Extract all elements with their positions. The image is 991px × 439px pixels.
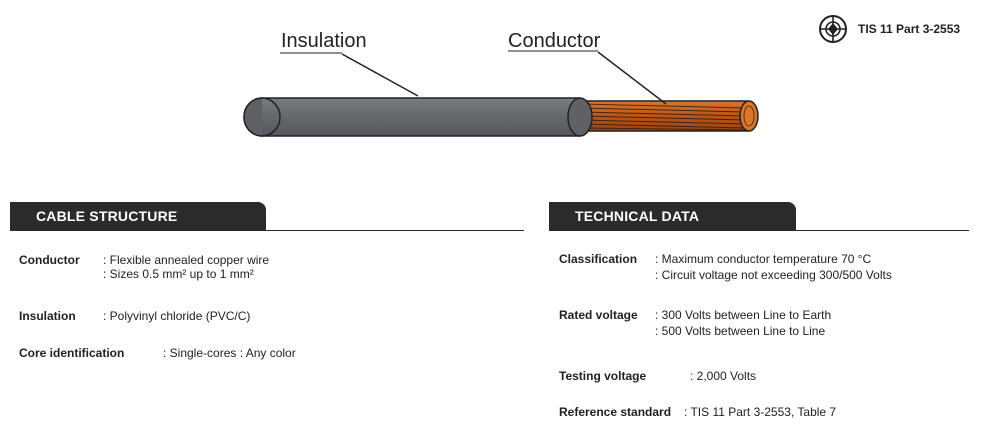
section-divider (549, 230, 969, 231)
row-value: : Sizes 0.5 mm² up to 1 mm² (103, 267, 254, 281)
cable-structure-section: CABLE STRUCTURE (10, 202, 524, 231)
section-divider (10, 230, 524, 231)
row-value: : 300 Volts between Line to Earth (655, 308, 832, 322)
row-label: Conductor (19, 253, 80, 267)
row-label: Testing voltage (559, 369, 647, 383)
table-row: Insulation (19, 309, 76, 324)
table-row: Conductor (19, 253, 80, 268)
row-label: Classification (559, 252, 638, 266)
conductor-strands (579, 100, 759, 132)
insulation-jacket (243, 97, 593, 137)
row-value: : 2,000 Volts (690, 369, 757, 383)
table-row: Core identification (19, 346, 124, 361)
table-row: Testing voltage (559, 369, 646, 384)
row-value: : Polyvinyl chloride (PVC/C) (103, 309, 251, 323)
cable-illustration (243, 50, 759, 137)
conductor-label: Conductor (508, 30, 601, 52)
row-label: Reference standard (559, 405, 672, 419)
row-label: Core identification (19, 346, 125, 360)
row-value: : Circuit voltage not exceeding 300/500 … (655, 268, 892, 282)
table-row: Rated voltage (559, 308, 638, 323)
insulation-label: Insulation (281, 30, 367, 52)
row-label: Insulation (19, 309, 76, 323)
cable-structure-title: CABLE STRUCTURE (10, 202, 266, 230)
row-value: : TIS 11 Part 3-2553, Table 7 (684, 405, 837, 419)
technical-data-section: TECHNICAL DATA (549, 202, 969, 231)
row-value: : Maximum conductor temperature 70 °C (655, 252, 872, 266)
standard-mark-text: TIS 11 Part 3-2553 (858, 22, 961, 36)
row-value: : Single-cores : Any color (163, 346, 296, 360)
table-row: Classification (559, 252, 637, 267)
row-value: : Flexible annealed copper wire (103, 253, 270, 267)
technical-data-title: TECHNICAL DATA (549, 202, 796, 230)
row-label: Rated voltage (559, 308, 638, 322)
row-value: : 500 Volts between Line to Line (655, 324, 826, 338)
table-row: Reference standard (559, 405, 671, 420)
tis-certification-mark-icon (819, 15, 847, 43)
